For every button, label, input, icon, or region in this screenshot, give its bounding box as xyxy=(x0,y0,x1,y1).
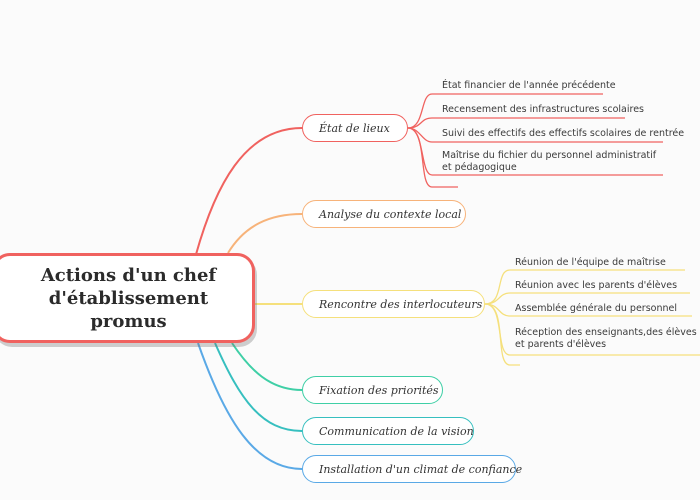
connector-etat-de-lieux xyxy=(194,127,303,259)
branch-label: Rencontre des interlocuteurs xyxy=(319,297,483,311)
connector-rencontre-leaf-2 xyxy=(484,292,690,305)
branch-label: État de lieux xyxy=(319,121,390,135)
branch-analyse-contexte[interactable]: Analyse du contexte local xyxy=(302,200,466,228)
leaf-suivi-effectifs[interactable]: Suivi des effectifs des effectifs scolai… xyxy=(442,128,685,139)
branch-label: Installation d'un climat de confiance xyxy=(319,462,523,476)
connector-etat-leaf-5 xyxy=(407,127,458,188)
connector-fixation xyxy=(231,342,303,391)
root-title: Actions d'un chef d'établissement promus xyxy=(40,264,217,332)
branch-communication-vision[interactable]: Communication de la vision xyxy=(302,417,474,445)
connector-communication xyxy=(214,342,303,432)
leaf-reunion-parents[interactable]: Réunion avec les parents d'élèves xyxy=(515,280,678,291)
leaf-reception-enseignants[interactable]: Réception des enseignants,des élèves et … xyxy=(515,327,697,350)
leaf-reunion-equipe[interactable]: Réunion de l'équipe de maîtrise xyxy=(515,257,666,268)
leaf-assemblee-generale[interactable]: Assemblée générale du personnel xyxy=(515,303,677,314)
connector-installation xyxy=(197,342,303,470)
connector-etat-leaf-1 xyxy=(407,93,603,129)
branch-label: Fixation des priorités xyxy=(319,383,439,397)
connector-rencontre-leaf-5 xyxy=(484,303,520,366)
branch-etat-de-lieux[interactable]: État de lieux xyxy=(302,114,408,142)
branch-fixation-priorites[interactable]: Fixation des priorités xyxy=(302,376,443,404)
connector-analyse xyxy=(227,213,303,254)
leaf-etat-financier[interactable]: État financier de l'année précédente xyxy=(442,80,616,91)
branch-label: Communication de la vision xyxy=(319,424,474,438)
leaf-maitrise-fichier[interactable]: Maîtrise du fichier du personnel adminis… xyxy=(442,150,657,173)
connector-etat-leaf-2 xyxy=(407,117,625,129)
leaf-recensement-infrastructures[interactable]: Recensement des infrastructures scolaire… xyxy=(442,104,645,115)
branch-label: Analyse du contexte local xyxy=(319,207,462,221)
branch-rencontre-interlocuteurs[interactable]: Rencontre des interlocuteurs xyxy=(302,290,485,318)
branch-installation-climat[interactable]: Installation d'un climat de confiance xyxy=(302,455,522,483)
root-node[interactable]: Actions d'un chef d'établissement promus xyxy=(0,253,255,343)
